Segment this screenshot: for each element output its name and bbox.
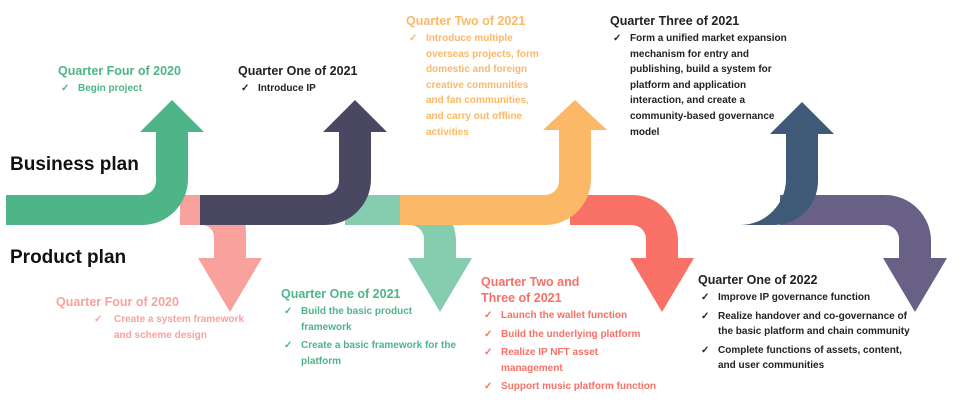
milestone-title: Quarter One of 2022 — [698, 273, 818, 287]
check-icon: ✓ — [284, 340, 293, 352]
milestone-item-text: Create a basic framework for the platfor… — [301, 340, 457, 367]
arrow-up-navy — [200, 100, 387, 225]
check-icon: ✓ — [484, 381, 493, 393]
arrow-up-slate — [640, 102, 834, 225]
check-icon: ✓ — [701, 292, 710, 303]
arrow-down-purple — [780, 195, 947, 312]
milestone-item: ✓ Introduce multiple overseas projects, f… — [406, 31, 546, 140]
milestone-item: ✓ Build the basic product framework — [281, 304, 461, 335]
milestone-item-text: Improve IP governance function — [718, 292, 871, 303]
milestone-item: ✓ Create a basic framework for the platfo… — [281, 338, 461, 369]
milestone-item-text: Create a system framework and scheme des… — [114, 314, 245, 341]
milestone-item-text: Build the basic product framework — [301, 306, 413, 333]
milestone-item: ✓ Realize handover and co-governance of t… — [698, 309, 918, 340]
milestone-title: Quarter One of 2021 — [281, 287, 401, 301]
milestone-item-text: Begin project — [78, 83, 142, 94]
check-icon: ✓ — [94, 314, 103, 325]
milestone-item-text: Realize IP NFT asset management — [501, 347, 599, 374]
milestone-item: ✓ Begin project — [58, 81, 228, 97]
arrow-down-salmon — [570, 195, 694, 312]
milestone-item: ✓ Realize IP NFT asset management — [481, 345, 656, 376]
milestone-title: Quarter Four of 2020 — [58, 64, 181, 78]
milestone-product-q1-2022: Quarter One of 2022 ✓ Improve IP governan… — [698, 272, 918, 377]
milestone-business-q1-2021: Quarter One of 2021 ✓ Introduce IP — [238, 63, 388, 100]
check-icon: ✓ — [484, 310, 493, 321]
product-plan-label: Product plan — [10, 247, 127, 268]
milestone-item-text: Build the underlying platform — [501, 328, 641, 340]
milestone-title: Quarter Two of 2021 — [406, 14, 526, 28]
milestone-business-q3-2021: Quarter Three of 2021 ✓ Form a unified ma… — [610, 13, 790, 143]
check-icon: ✓ — [284, 306, 293, 317]
check-icon: ✓ — [701, 310, 710, 322]
milestone-product-q4-2020: Quarter Four of 2020 ✓ Create a system fr… — [56, 294, 246, 346]
milestone-business-q4-2020: Quarter Four of 2020 ✓ Begin project — [58, 63, 228, 100]
check-icon: ✓ — [701, 344, 710, 356]
milestone-item: ✓ Complete functions of assets, content, … — [698, 343, 918, 374]
milestone-title: Quarter Four of 2020 — [56, 295, 179, 309]
milestone-item: ✓ Form a unified market expansion mechani… — [610, 31, 790, 140]
arrow-up-green — [6, 100, 204, 225]
milestone-item: ✓ Launch the wallet function — [481, 308, 656, 324]
milestone-item: ✓ Improve IP governance function — [698, 290, 918, 306]
check-icon: ✓ — [61, 83, 70, 94]
milestone-item-text: Complete functions of assets, content, a… — [718, 344, 902, 372]
check-icon: ✓ — [613, 33, 622, 44]
check-icon: ✓ — [484, 347, 493, 359]
business-plan-label: Business plan — [10, 154, 139, 175]
check-icon: ✓ — [241, 83, 250, 94]
check-icon: ✓ — [484, 328, 493, 340]
milestone-item-text: Introduce multiple overseas projects, fo… — [426, 33, 539, 138]
milestone-business-q2-2021: Quarter Two of 2021 ✓ Introduce multiple … — [406, 13, 546, 143]
milestone-title: Quarter One of 2021 — [238, 64, 358, 78]
check-icon: ✓ — [409, 33, 418, 44]
milestone-item-text: Introduce IP — [258, 83, 316, 94]
milestone-item-text: Launch the wallet function — [501, 310, 628, 321]
milestone-item-text: Realize handover and co-governance of th… — [718, 310, 910, 338]
milestone-item: ✓ Support music platform function — [481, 379, 656, 395]
milestone-item: ✓ Introduce IP — [238, 81, 388, 97]
milestone-item: ✓ Build the underlying platform — [481, 327, 656, 343]
milestone-title: Quarter Two and Three of 2021 — [481, 275, 580, 305]
milestone-title: Quarter Three of 2021 — [610, 14, 740, 28]
milestone-product-q1-2021: Quarter One of 2021 ✓ Build the basic pro… — [281, 286, 461, 372]
milestone-item: ✓ Create a system framework and scheme de… — [56, 312, 246, 343]
milestone-item-text: Support music platform function — [501, 381, 656, 393]
milestone-item-text: Form a unified market expansion mechanis… — [630, 33, 787, 138]
milestone-product-q23-2021: Quarter Two and Three of 2021 ✓ Launch th… — [481, 274, 656, 398]
arrow-up-gold — [400, 100, 607, 225]
